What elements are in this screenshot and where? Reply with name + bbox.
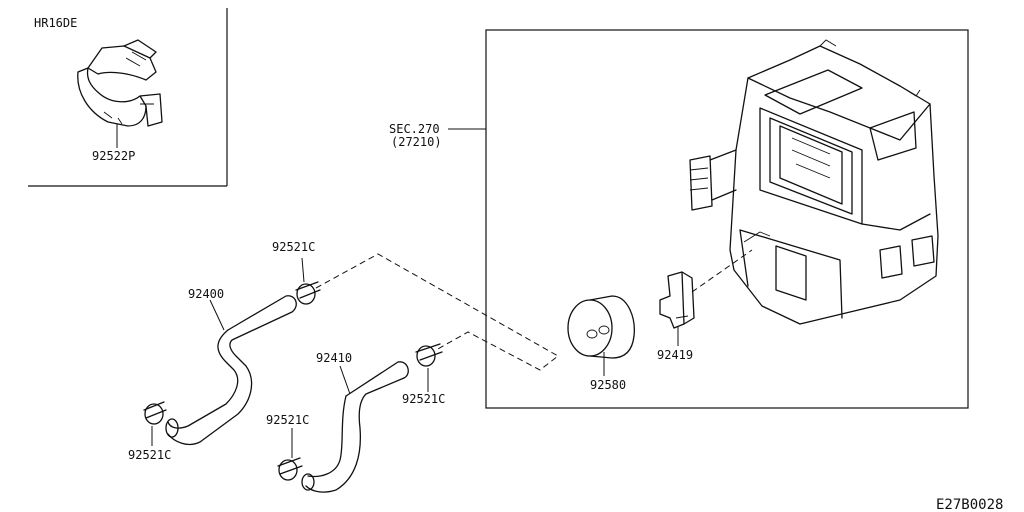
- part-92580-drawing: [567, 295, 635, 359]
- label-92419: 92419: [657, 348, 693, 362]
- inset-frame: [28, 8, 228, 187]
- clamp-92521C-top-drawing: [295, 281, 321, 305]
- label-sec-sub: (27210): [391, 135, 442, 149]
- label-sec-ref: SEC.270: [389, 122, 440, 136]
- leader-92410: [339, 365, 351, 395]
- sec270-frame: [485, 29, 969, 409]
- leader-92400: [209, 299, 225, 331]
- inset-label: HR16DE: [34, 16, 77, 30]
- label-92521C-mid: 92521C: [402, 392, 445, 406]
- label-92521C-top: 92521C: [272, 240, 315, 254]
- drawing-code: E27B0028: [936, 497, 1003, 512]
- label-92410: 92410: [316, 351, 352, 365]
- label-92521C-left: 92521C: [128, 448, 171, 462]
- leader-92521C-top: [301, 257, 305, 283]
- label-92580: 92580: [590, 378, 626, 392]
- part-92419-drawing: [659, 271, 695, 329]
- heater-unit-drawing: [689, 39, 939, 325]
- hose-92410-drawing: [301, 361, 409, 493]
- label-92400: 92400: [188, 287, 224, 301]
- clamp-92521C-bottom-drawing: [277, 457, 303, 481]
- clamp-92521C-mid-drawing: [415, 343, 443, 367]
- label-92521C-bottom: 92521C: [266, 413, 309, 427]
- hose-92400-drawing: [165, 295, 297, 446]
- clamp-92521C-left-drawing: [143, 401, 167, 425]
- label-92522P: 92522P: [92, 149, 135, 163]
- clip-92522P-drawing: [77, 39, 163, 127]
- connection-lines: [315, 249, 753, 371]
